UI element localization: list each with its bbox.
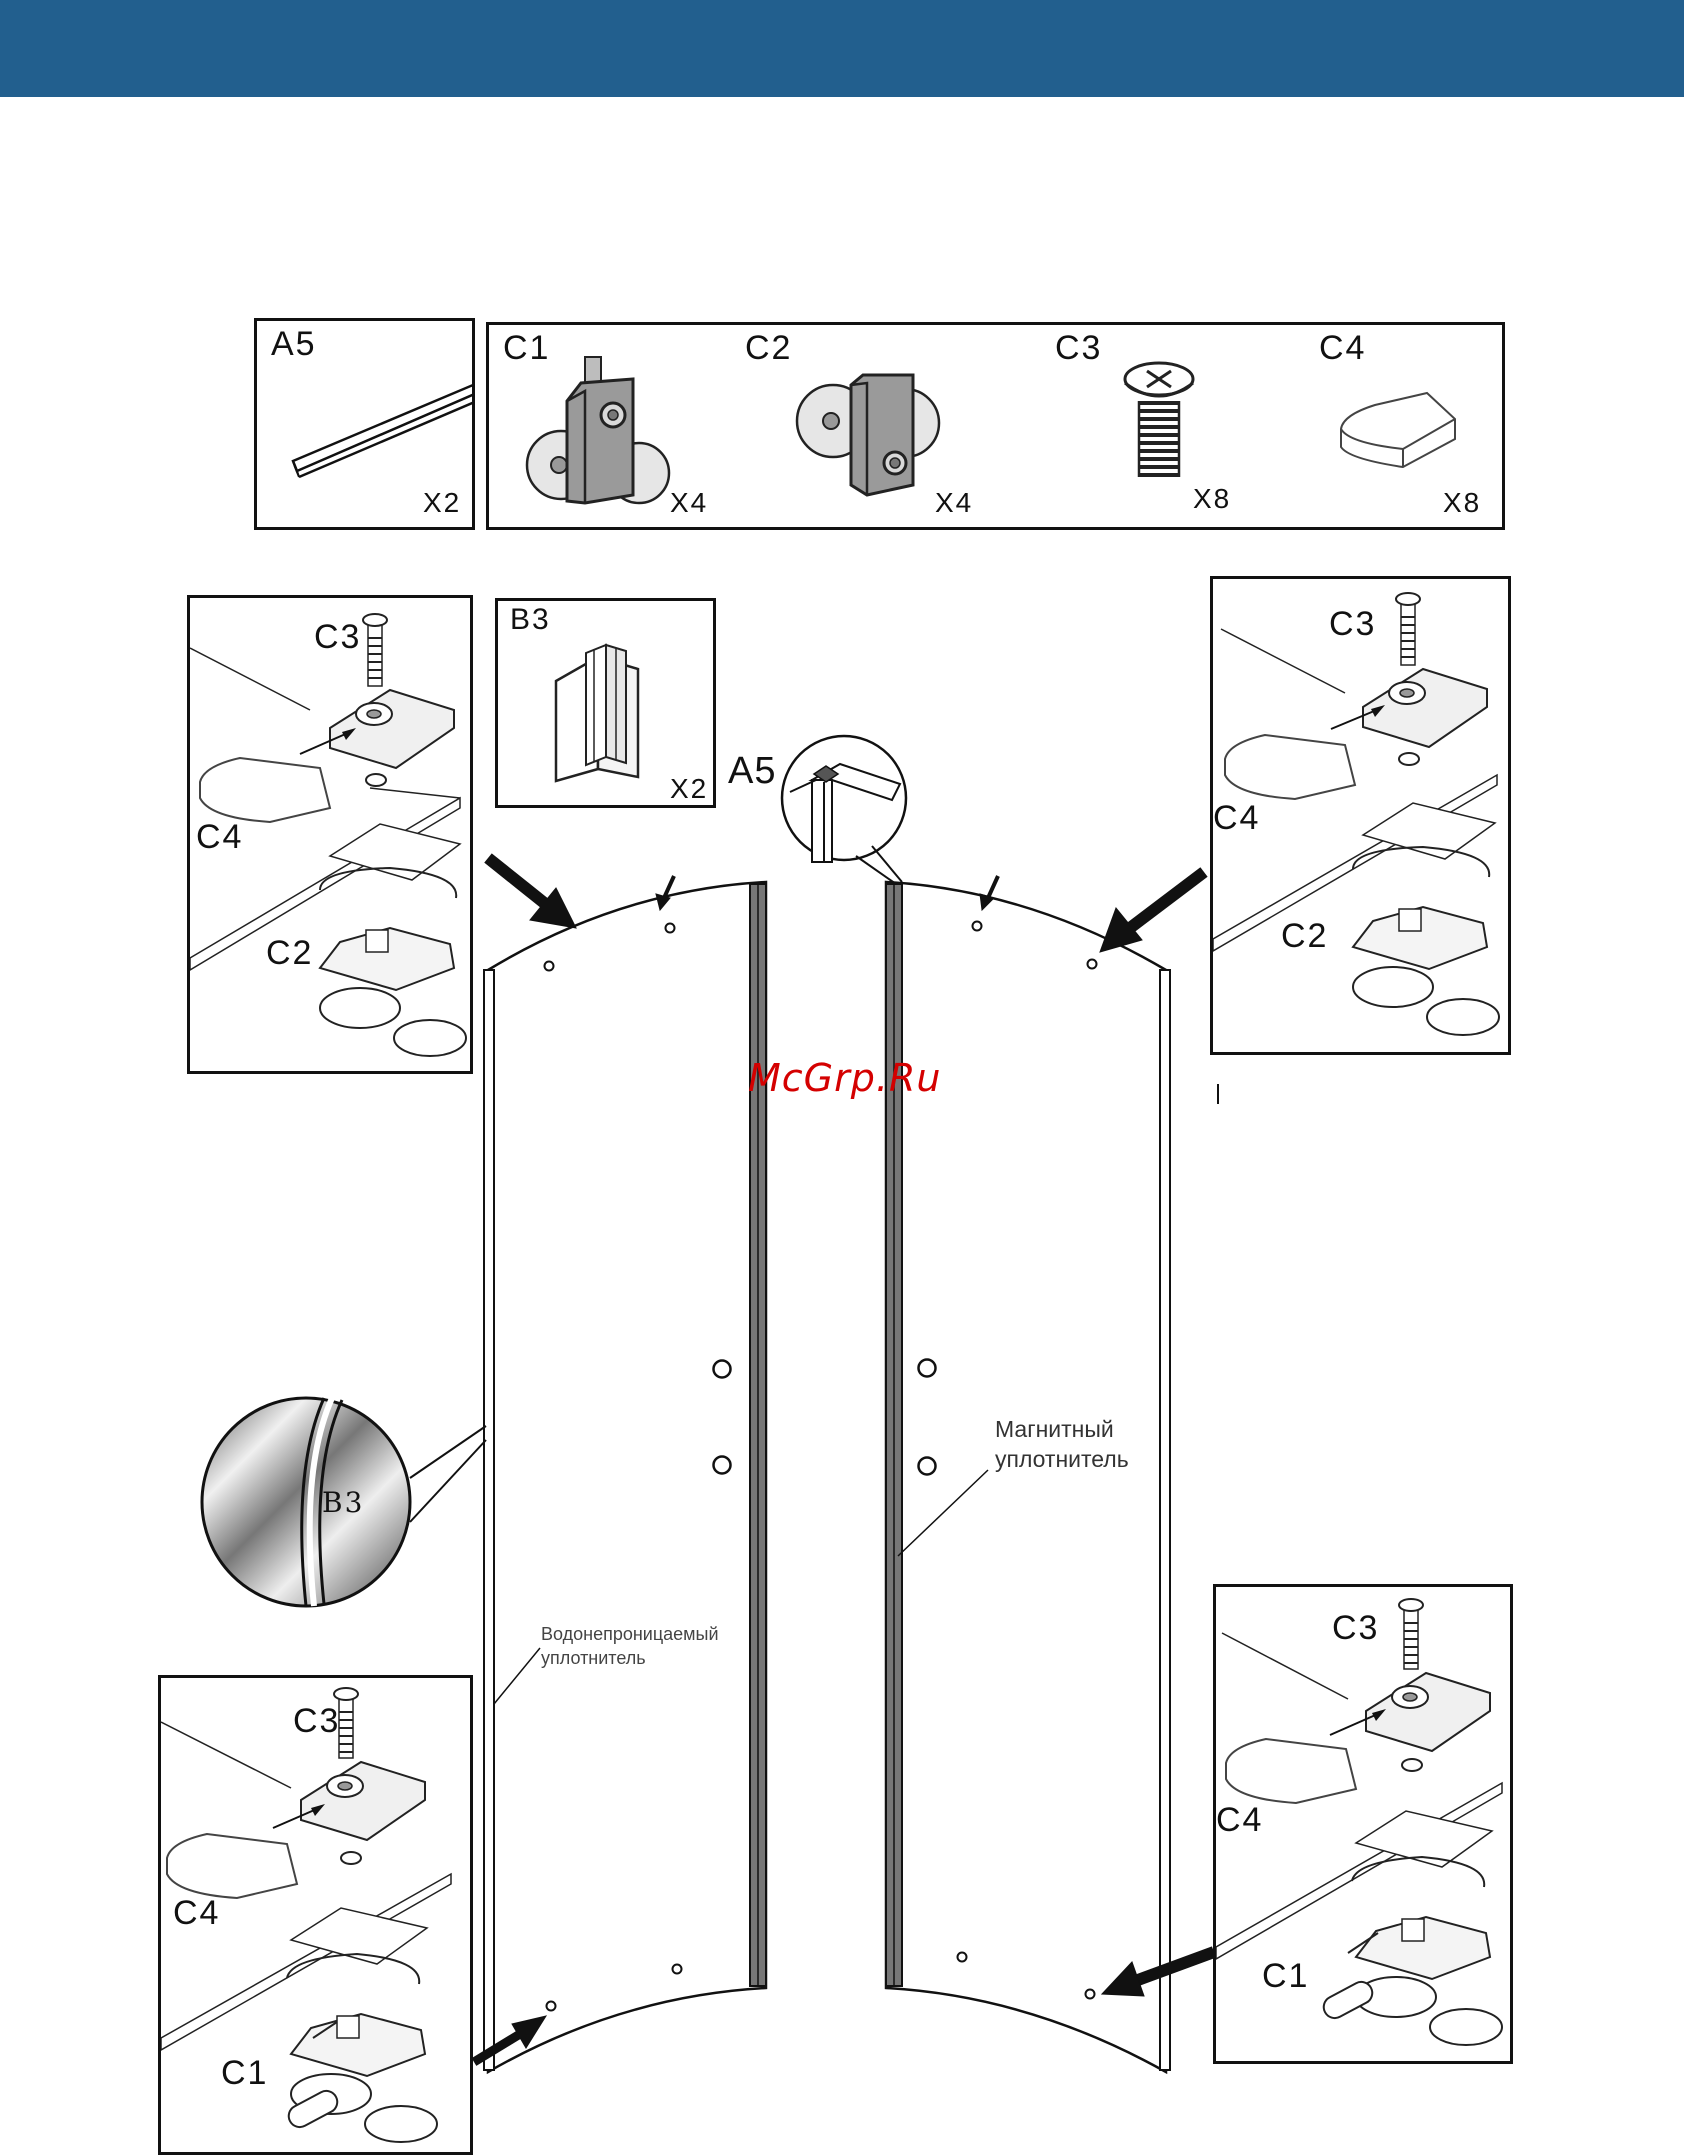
detail-label-pad: C4 [196, 818, 243, 857]
a5-magnifier [782, 736, 906, 884]
detail-label-screw: C3 [314, 618, 361, 657]
detail-top-right: C3 C4 C2 [1210, 576, 1511, 1055]
detail-label-pad: C4 [1213, 799, 1260, 838]
detail-label-roller: C1 [221, 2054, 268, 2093]
waterproof-seal-note: Водонепроницаемый уплотнитель [541, 1622, 719, 1670]
detail-label-screw: C3 [1329, 605, 1376, 644]
detail-label-screw: C3 [293, 1702, 340, 1741]
a5-callout-label: A5 [728, 750, 776, 793]
detail-label-pad: C4 [1216, 1801, 1263, 1840]
detail-bottom-right: C3 C4 C1 [1213, 1584, 1513, 2064]
detail-label-roller: C2 [266, 934, 313, 973]
watermark: McGrp.Ru [748, 1056, 941, 1100]
detail-label-roller: C2 [1281, 917, 1328, 956]
detail-label-screw: C3 [1332, 1609, 1379, 1648]
detail-label-pad: C4 [173, 1894, 220, 1933]
magnetic-seal-note: Магнитный уплотнитель [995, 1414, 1129, 1474]
b3-callout-label: B3 [322, 1486, 364, 1519]
left-door-panel [484, 882, 766, 2072]
detail-label-roller: C1 [1262, 1957, 1309, 1996]
arrow-top-right [1100, 872, 1204, 952]
detail-bottom-left: C3 C4 C1 [158, 1675, 473, 2155]
arrow-top-left [488, 858, 576, 928]
detail-top-left: C3 C4 C2 [187, 595, 473, 1074]
